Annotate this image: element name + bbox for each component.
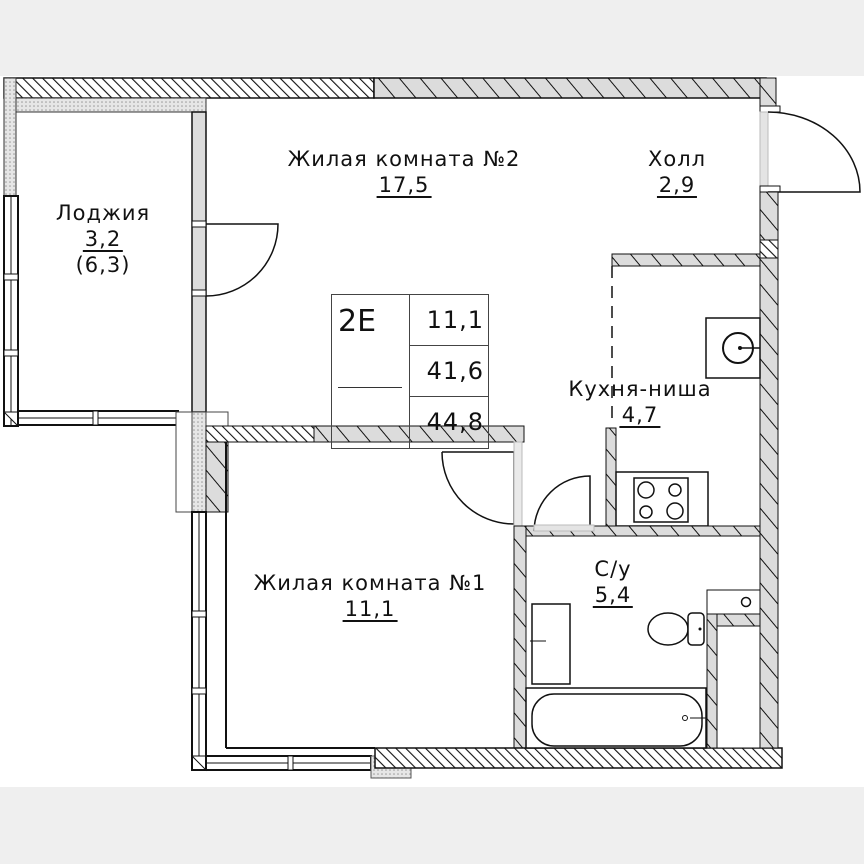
living-area-value: 11,1 bbox=[410, 295, 488, 346]
room-name: Жилая комната №1 bbox=[253, 571, 487, 595]
stove-icon bbox=[633, 477, 689, 523]
room-name: Кухня-ниша bbox=[568, 377, 712, 401]
exterior-wall-bottom bbox=[374, 747, 783, 769]
room-label-kitchen-niche: Кухня-ниша 4,7 bbox=[568, 376, 711, 428]
room-area: 17,5 bbox=[376, 173, 432, 198]
room-name: Жилая комната №2 bbox=[287, 147, 521, 171]
room-label-bathroom: С/у 5,4 bbox=[592, 556, 634, 608]
right-wall-and-entry bbox=[759, 77, 861, 749]
room-area: 11,1 bbox=[342, 597, 398, 622]
exterior-wall-top bbox=[3, 77, 767, 99]
room-extra-area: (6,3) bbox=[75, 253, 131, 277]
room-label-loggia: Лоджия 3,2 (6,3) bbox=[56, 200, 150, 278]
floor-plan: Лоджия 3,2 (6,3) Жилая комната №2 17,5 Х… bbox=[0, 76, 864, 787]
total-with-loggia-value: 44,8 bbox=[426, 408, 484, 436]
room-area: 4,7 bbox=[619, 403, 661, 428]
bathroom bbox=[525, 589, 761, 749]
apartment-code-cell: 2E bbox=[332, 295, 410, 448]
room-label-hall: Холл 2,9 bbox=[648, 146, 706, 198]
room-name: С/у bbox=[594, 557, 632, 581]
room-label-living-room-2: Жилая комната №2 17,5 bbox=[288, 146, 521, 198]
room-name: Холл bbox=[647, 147, 707, 171]
apartment-summary-table: 2E 11,1 41,6 44,8 bbox=[331, 294, 489, 449]
loggia-outline bbox=[2, 77, 279, 428]
kitchen-niche bbox=[525, 253, 761, 537]
floor-plan-drawing bbox=[2, 77, 861, 779]
toilet-icon bbox=[647, 612, 705, 646]
room-area: 2,9 bbox=[656, 173, 698, 198]
cabinet-icon bbox=[531, 603, 571, 685]
room-name: Лоджия bbox=[55, 201, 151, 225]
room-label-living-room-1: Жилая комната №1 11,1 bbox=[254, 570, 487, 622]
room-area: 3,2 bbox=[82, 227, 124, 252]
total-area-value: 41,6 bbox=[410, 346, 488, 397]
room1-window-wall bbox=[190, 511, 412, 779]
apartment-code: 2E bbox=[338, 304, 377, 339]
bathtub-icon bbox=[531, 693, 703, 747]
room-area: 5,4 bbox=[592, 583, 634, 608]
